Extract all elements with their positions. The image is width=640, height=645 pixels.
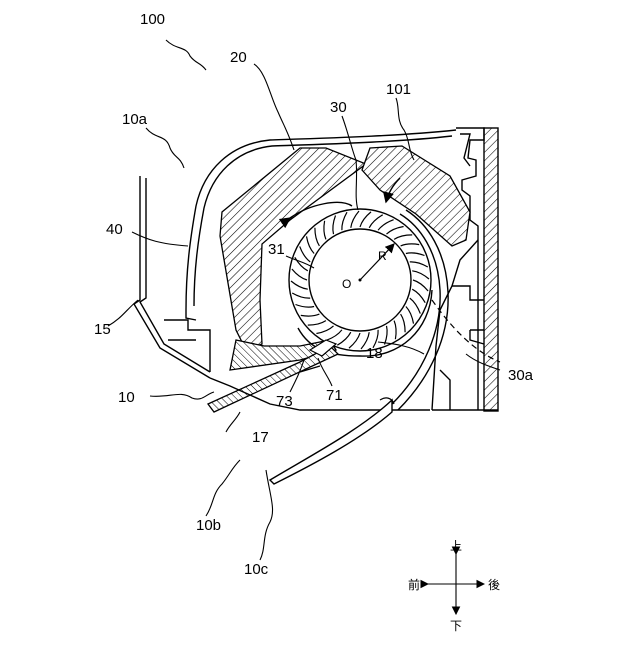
direction-back: 後: [488, 578, 500, 592]
label-front-edge: 15: [94, 321, 111, 338]
label-center: O: [342, 277, 351, 291]
label-fan-blades: 31: [268, 241, 285, 258]
label-part-73: 73: [276, 393, 293, 410]
label-rear: 101: [386, 81, 411, 98]
direction-up: 上: [450, 539, 462, 553]
direction-compass: [428, 554, 484, 614]
label-rear-wall: 30a: [508, 367, 534, 384]
label-body-front: 10a: [122, 111, 148, 128]
label-cross-fan: 30: [330, 99, 347, 116]
label-part-71: 71: [326, 387, 343, 404]
label-frame: 20: [230, 49, 247, 66]
label-radius: R: [378, 249, 387, 263]
cross-flow-fan: [289, 209, 431, 351]
air-vane: [270, 400, 392, 484]
label-outlet-front: 10b: [196, 517, 221, 534]
label-tongue: 18: [366, 345, 383, 362]
label-grille: 40: [106, 221, 123, 238]
direction-down: 下: [450, 619, 462, 633]
label-base: 10: [118, 389, 135, 406]
front-panel: [134, 176, 210, 378]
label-outlet-rear: 10c: [244, 561, 269, 578]
direction-front: 前: [408, 577, 420, 592]
label-lower-flap: 17: [252, 429, 269, 446]
label-unit: 100: [140, 11, 165, 28]
